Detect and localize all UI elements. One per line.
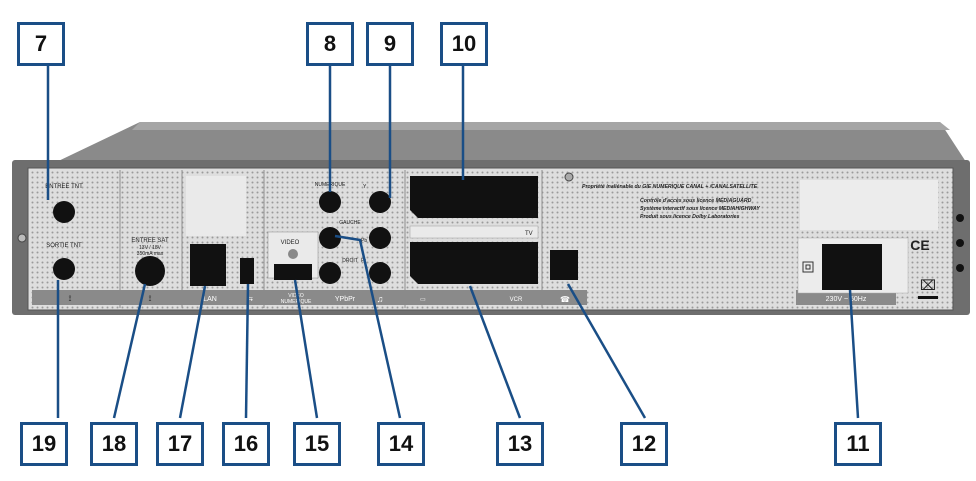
callout-16: 16: [222, 422, 270, 466]
hdmi-port: [274, 264, 312, 280]
phone-port: [550, 250, 578, 280]
lan-label: LAN: [203, 296, 217, 303]
pb-label: Pb: [361, 238, 367, 244]
leader-lines: [46, 66, 860, 419]
power-socket: [822, 244, 882, 290]
svg-text:⇆: ⇆: [247, 296, 253, 303]
scart-vcr-connector: [410, 242, 538, 284]
sortie-tnt-connector: [53, 258, 75, 280]
entree-sat-connector: [135, 256, 165, 286]
sat-spec-1: 13V / 18V: [139, 245, 162, 251]
video-label: VIDEO: [281, 240, 300, 246]
svg-text:♫: ♫: [377, 294, 384, 304]
callout-15: 15: [293, 422, 341, 466]
audio-optical-connector: [319, 191, 341, 213]
lan-port: [190, 244, 226, 286]
callout-11: 11: [834, 422, 882, 466]
info-line-2: Contrôle d'accès sous licence MEDIAGUARD: [640, 198, 752, 204]
component-y-connector: [369, 191, 391, 213]
vcr-label: VCR: [510, 297, 523, 303]
svg-text:⌧: ⌧: [920, 277, 936, 293]
component-pr-connector: [369, 262, 391, 284]
svg-text:⟟: ⟟: [69, 294, 72, 303]
svg-text:▭: ▭: [420, 297, 426, 303]
callout-10: 10: [440, 22, 488, 66]
audio-right-connector: [319, 262, 341, 284]
entree-tnt-connector: [53, 201, 75, 223]
scart-tv-connector: [410, 176, 538, 218]
ypbpr-label: YPbPr: [335, 296, 356, 303]
component-pb-connector: [369, 227, 391, 249]
entree-tnt-label: ENTREE TNT: [45, 184, 83, 190]
callout-7: 7: [17, 22, 65, 66]
entree-sat-label: ENTREE SAT: [131, 238, 169, 244]
callout-17: 17: [156, 422, 204, 466]
callout-18: 18: [90, 422, 138, 466]
callout-12: 12: [620, 422, 668, 466]
info-line-4: Produit sous licence Dolby Laboratories: [640, 214, 740, 220]
video-numerique-label-1: VIDEO: [288, 293, 304, 299]
video-numerique-label-2: NUMERIQUE: [281, 299, 312, 305]
sortie-tnt-label: SORTIE TNT: [46, 243, 82, 249]
tv-label: TV: [525, 231, 533, 237]
callout-19: 19: [20, 422, 68, 466]
droit-label: DROIT: [342, 258, 358, 264]
svg-text:☎: ☎: [560, 295, 570, 304]
ce-mark: CE: [910, 237, 929, 253]
gauche-label: GAUCHE: [339, 220, 361, 226]
y-label: Y: [363, 184, 367, 190]
callout-13: 13: [496, 422, 544, 466]
usb-port: [240, 258, 254, 284]
info-line-3: Système interactif sous licence MEDIAHIG…: [640, 206, 760, 212]
callout-9: 9: [366, 22, 414, 66]
svg-text:⟟: ⟟: [149, 294, 152, 303]
device-top-lid: [50, 122, 968, 165]
callout-8: 8: [306, 22, 354, 66]
info-line-1: Propriété inaliénable du GIE NUMERIQUE C…: [582, 184, 758, 190]
audio-left-connector: [319, 227, 341, 249]
sat-spec-2: 350mA max: [137, 251, 164, 257]
power-label: 230V ~ 50Hz: [826, 296, 867, 303]
callout-14: 14: [377, 422, 425, 466]
